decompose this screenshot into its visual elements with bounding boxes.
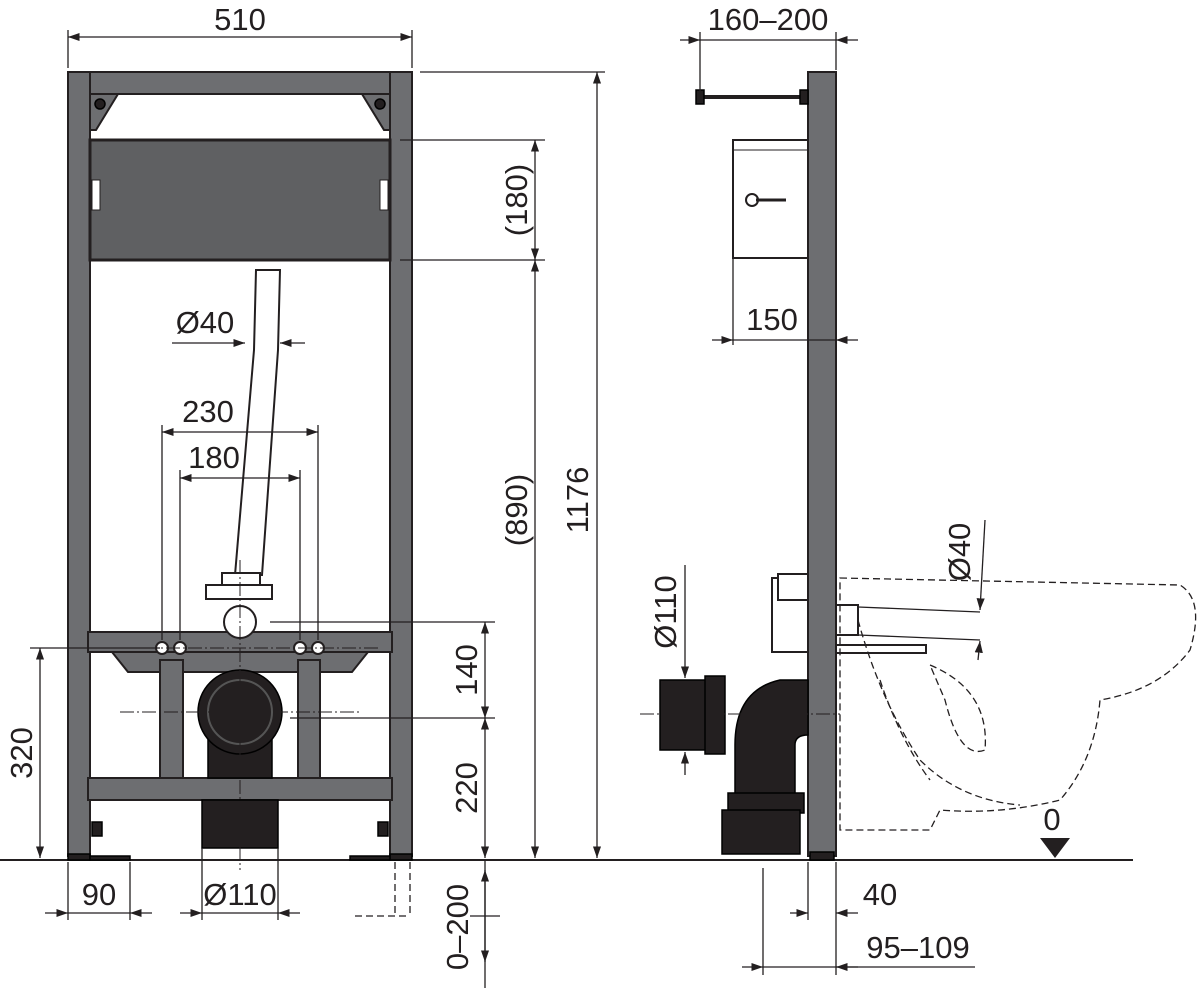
dim-side-flush-diameter: Ø40	[942, 523, 977, 582]
dim-bolt-spacing-inner: 180	[188, 440, 240, 475]
dim-bolt-height: 320	[4, 727, 39, 779]
side-view	[640, 71, 1197, 861]
side-drain-elbow	[734, 679, 809, 801]
dimensions: 510 (180) (890) 1176 140 220 320 0–200 Ø…	[4, 2, 1061, 988]
side-drain-pipe	[659, 679, 711, 751]
dim-bolt-spacing-outer: 230	[182, 394, 234, 429]
side-post	[807, 71, 837, 857]
dim-drain-diameter: Ø110	[203, 877, 277, 912]
dim-total-depth: 95–109	[866, 930, 969, 965]
top-rail	[67, 71, 413, 95]
dim-flush-diameter: Ø40	[176, 305, 235, 340]
cistern	[88, 138, 392, 262]
dim-total-height: 1176	[560, 467, 595, 534]
dim-drain-height: 220	[449, 762, 484, 814]
dim-tank-depth: 150	[746, 302, 798, 337]
left-post	[67, 71, 91, 857]
floor-level-label: 0	[1043, 802, 1060, 837]
dim-wall-distance: 160–200	[708, 2, 829, 37]
flush-pipe	[233, 269, 282, 576]
dim-foot-width: 90	[82, 877, 116, 912]
dim-width: 510	[214, 2, 266, 37]
dim-bolt-to-drain: 140	[449, 644, 484, 696]
toilet-outline	[839, 577, 1197, 831]
dim-side-drain-diameter: Ø110	[648, 575, 683, 649]
front-view	[67, 71, 413, 917]
dim-frame-depth: 40	[863, 877, 897, 912]
dim-tank-height: (180)	[499, 164, 534, 236]
right-post	[389, 71, 413, 857]
dim-height-to-tank: (890)	[499, 474, 534, 546]
dim-foot-adjustment: 0–200	[440, 884, 475, 970]
floor-level-marker	[1040, 838, 1070, 858]
